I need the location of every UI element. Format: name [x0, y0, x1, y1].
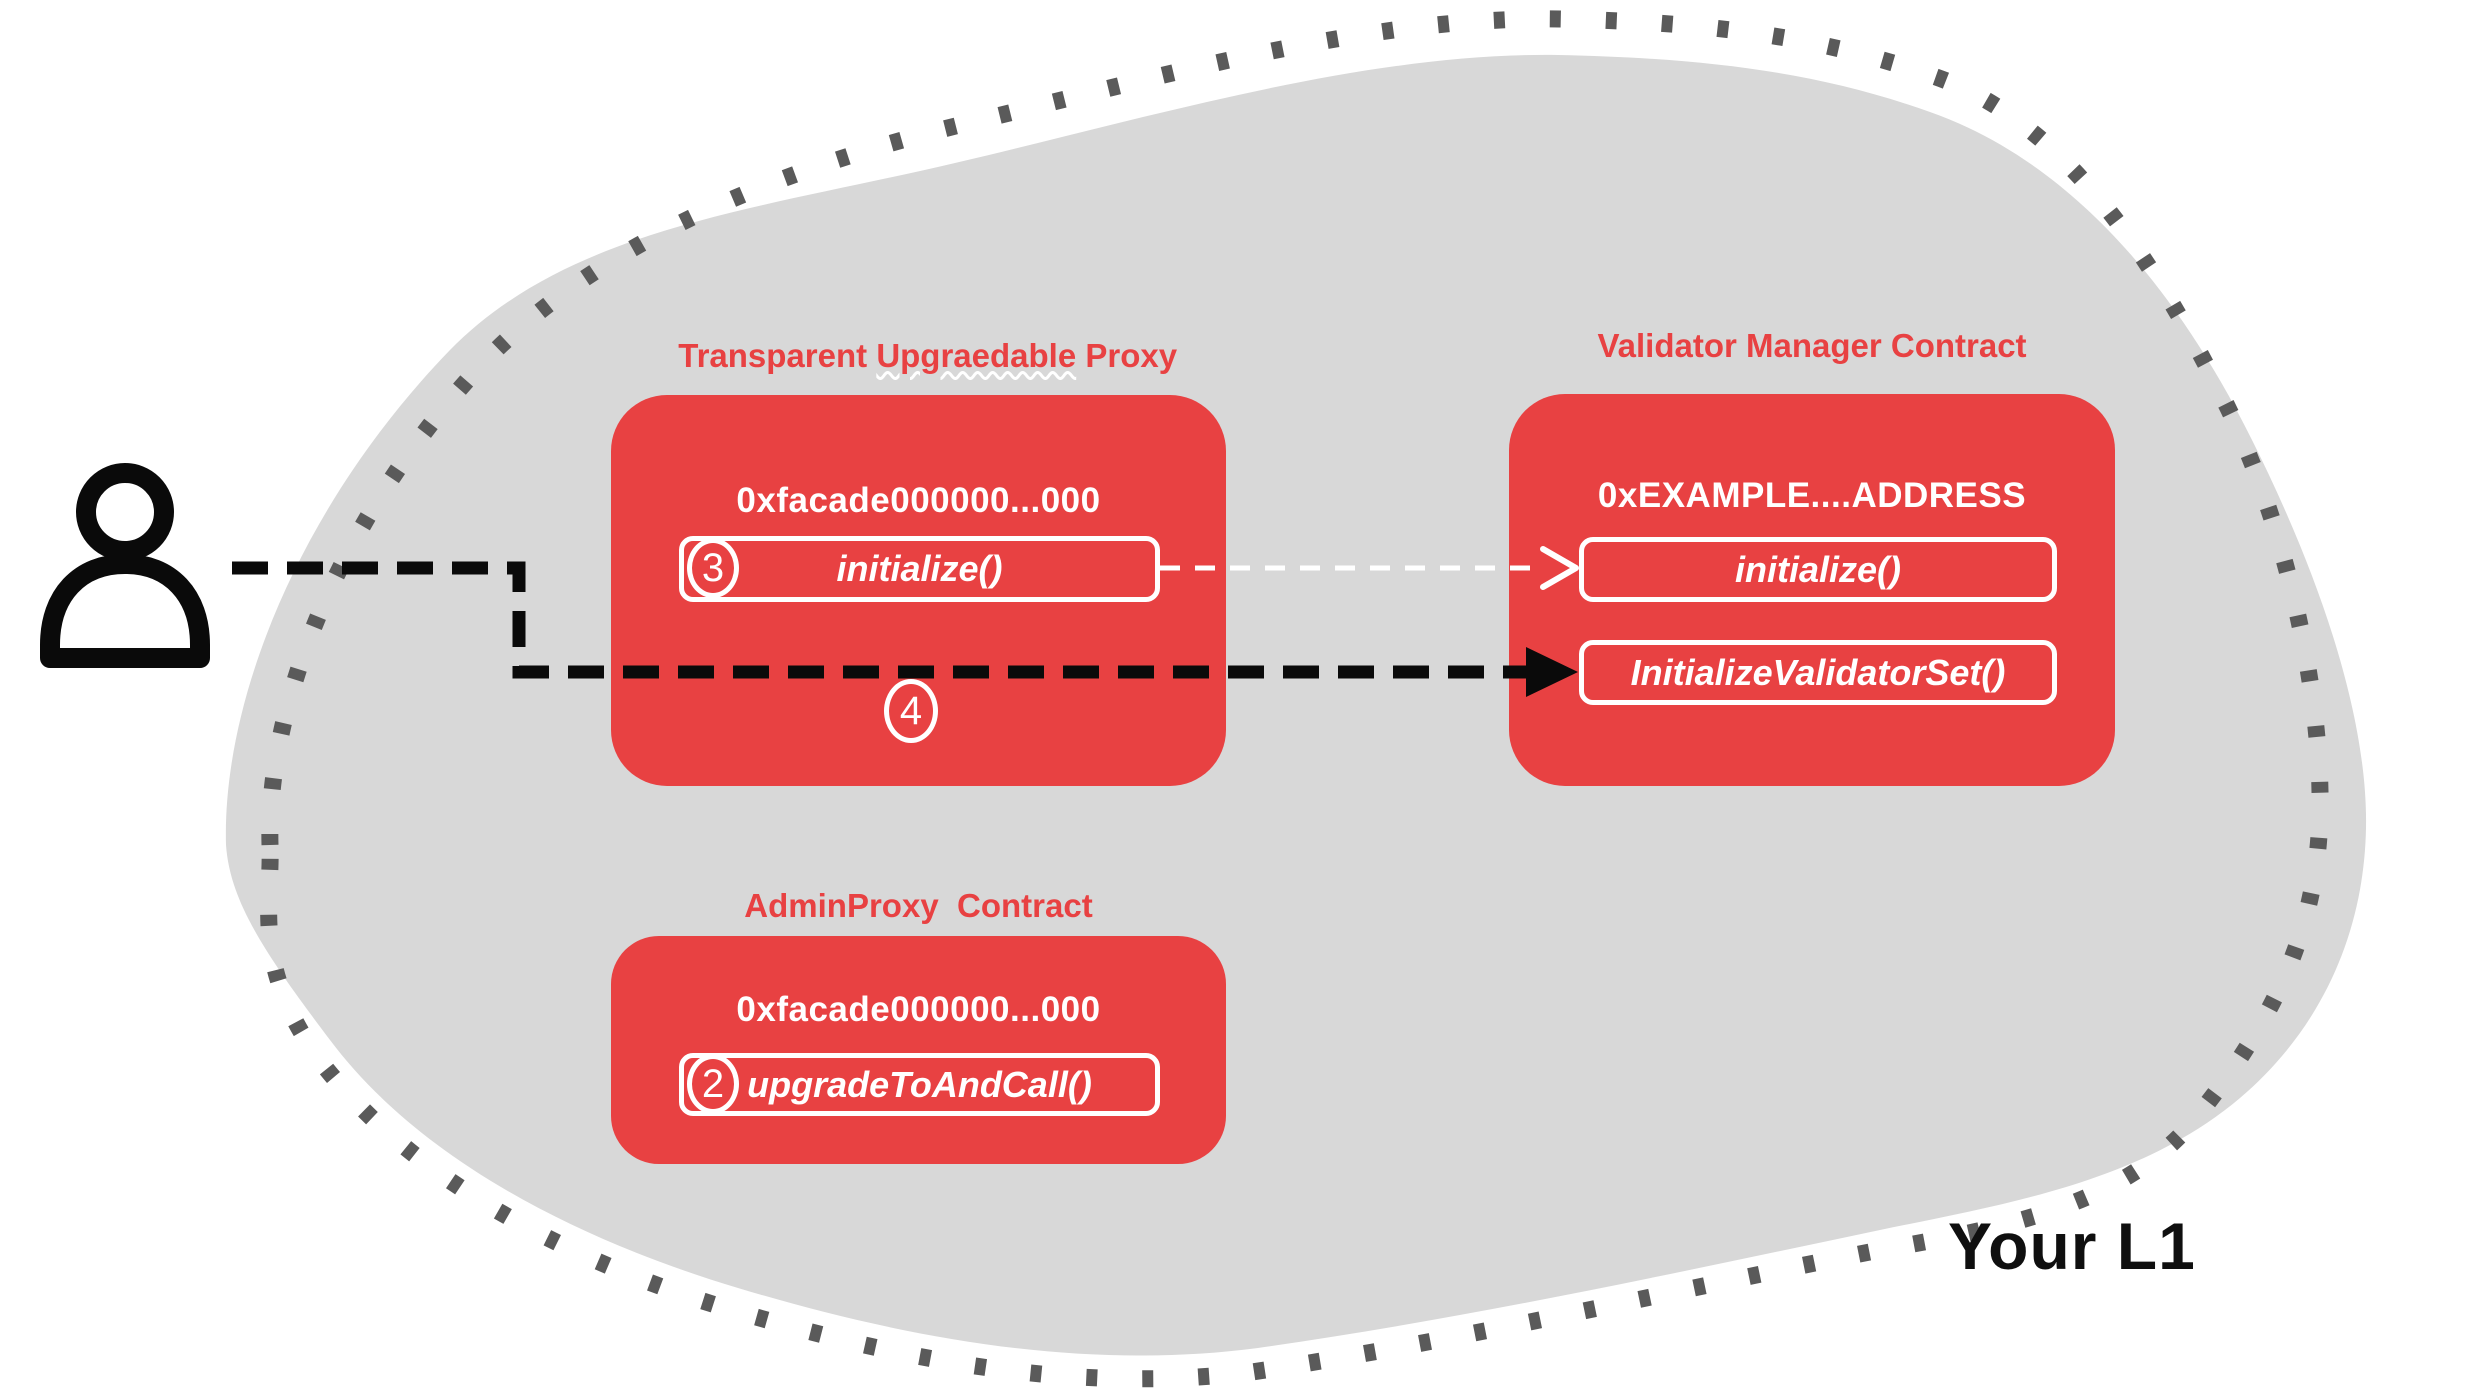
step-4-number: 4	[899, 688, 923, 733]
step-2-badge: 2	[687, 1054, 739, 1114]
step-3-number: 3	[701, 545, 725, 590]
admin-upgradetoandcall-label: upgradeToAndCall()	[747, 1063, 1092, 1105]
validator-address-text: 0xEXAMPLE....ADDRESS	[1597, 476, 2027, 515]
validator-initializevalidatorset-label: InitializeValidatorSet()	[1630, 651, 2006, 693]
proxy-title-post: Proxy	[1076, 337, 1178, 374]
validator-initialize-pill: initialize()	[1579, 537, 2057, 602]
admin-address-text: 0xfacade000000...000	[736, 990, 1101, 1029]
l1-dotted-border	[260, 10, 2329, 1388]
validator-contract-box	[1509, 394, 2115, 786]
proxy-title-pre: Transparent	[678, 337, 877, 374]
admin-upgradetoandcall-pill: upgradeToAndCall()	[679, 1053, 1160, 1116]
proxy-initialize-label: initialize()	[836, 548, 1003, 589]
validator-title: Validator Manager Contract	[1597, 327, 2027, 364]
step-3-badge: 3	[687, 538, 739, 598]
proxy-address-text: 0xfacade000000...000	[736, 481, 1101, 520]
proxy-initialize-pill: initialize()	[679, 536, 1160, 602]
proxy-title-misspelled-word: Upgraedable	[876, 337, 1077, 374]
l1-label: Your L1	[1948, 1209, 2196, 1283]
admin-contract-box	[611, 936, 1226, 1164]
validator-initializevalidatorset-pill: InitializeValidatorSet()	[1579, 640, 2057, 705]
step-2-number: 2	[701, 1061, 725, 1106]
admin-title: AdminProxy Contract	[744, 887, 1093, 924]
step-4-badge: 4	[884, 679, 938, 743]
validator-initialize-label: initialize()	[1734, 548, 1901, 590]
